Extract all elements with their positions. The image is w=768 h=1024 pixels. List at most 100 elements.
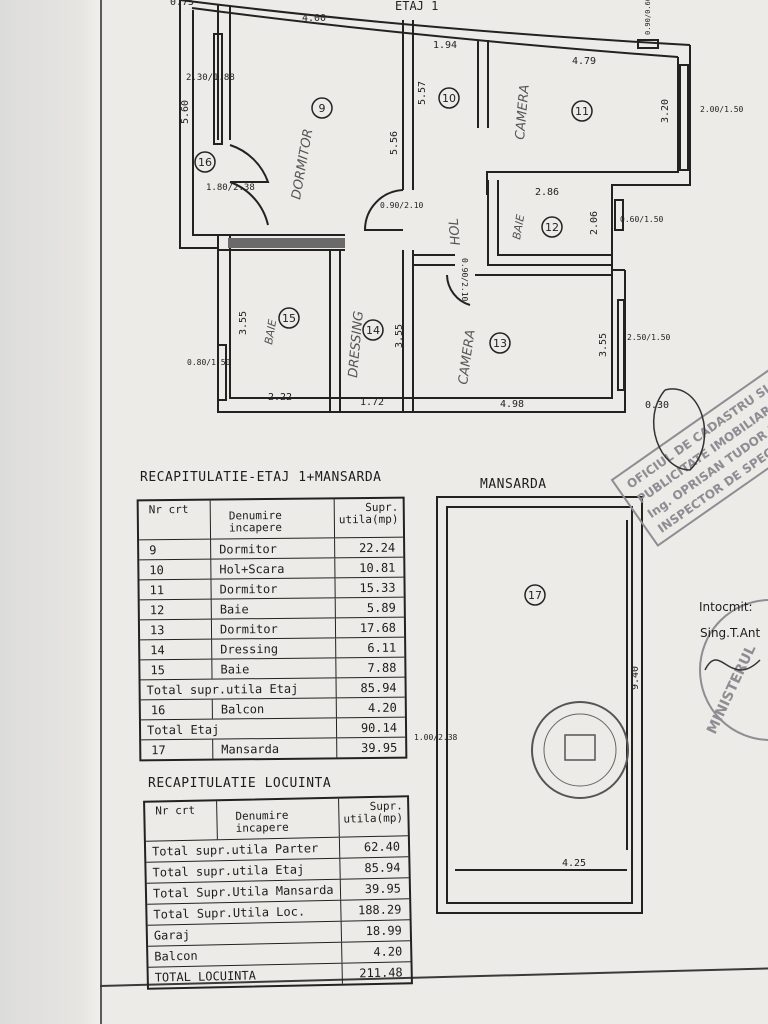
room-number: 13 — [493, 337, 507, 350]
cell-area: 22.24 — [358, 540, 396, 555]
table1-title: RECAPITULATIE-ETAJ 1+MANSARDA — [140, 470, 382, 485]
cell-area: 15.33 — [359, 580, 396, 595]
dim: 2.50/1.50 — [627, 333, 671, 342]
page-binding — [0, 0, 100, 1024]
cell-name: Total Supr.Utila Mansarda — [146, 879, 342, 904]
dim: 4.79 — [572, 56, 596, 67]
cell-name: Total supr.utila Etaj — [140, 678, 337, 700]
room-label: BAIE — [510, 213, 527, 240]
svg-text:MINISTERUL: MINISTERUL — [704, 643, 759, 737]
cell-name: Total supr.utila Parter — [145, 837, 341, 862]
dim: 2.22 — [268, 392, 292, 403]
mansarda-window-dim: 1.00/2.38 — [414, 733, 458, 742]
cell-area: 39.95 — [361, 740, 398, 755]
cell-name: Garaj — [147, 921, 343, 946]
cell-name: Balcon — [148, 942, 343, 967]
cell-nr: 15 — [140, 659, 213, 680]
dim: 0.80/1.50 — [187, 358, 231, 367]
dim: 3.55 — [394, 324, 405, 348]
table-locuinta: Nr crt Denumire incapere Supr. utila(mp)… — [143, 795, 413, 990]
wall-top-outer — [179, 0, 691, 46]
header-area: Supr. utila(mp) — [338, 500, 399, 527]
cell-name: Dressing — [212, 638, 337, 659]
cell-area: 6.11 — [367, 640, 397, 655]
dim: 4.00 — [302, 13, 326, 24]
dim: 2.00/1.50 — [700, 105, 744, 114]
cell-nr: 12 — [139, 599, 212, 620]
cell-area: 10.81 — [359, 560, 396, 575]
cell-nr: 14 — [140, 639, 213, 660]
cell-area: 17.68 — [359, 620, 397, 635]
table-etaj-mansarda: Nr crt Denumire incapere Supr. utila(mp)… — [136, 496, 408, 762]
dim: 4.98 — [500, 399, 524, 410]
table-header: Nr crt Denumire incapere Supr. utila(mp) — [138, 499, 403, 540]
table2-title: RECAPITULATIE LOCUINTA — [148, 776, 332, 791]
cell-name: Dormitor — [211, 538, 336, 559]
cell-area: 85.94 — [360, 680, 397, 695]
cell-area: 211.48 — [359, 965, 403, 981]
cell-name: Dormitor — [211, 578, 336, 599]
dim: 2.06 — [589, 211, 600, 235]
round-stamp-cadastru — [531, 701, 629, 799]
cell-name: Baie — [211, 598, 336, 619]
cell-name: Total supr.utila Etaj — [146, 858, 341, 883]
cell-area: 7.88 — [367, 660, 397, 675]
dim: 5.56 — [389, 131, 400, 155]
dim: 3.20 — [660, 99, 671, 123]
cell-area: 85.94 — [364, 860, 401, 876]
dim: 3.55 — [598, 333, 609, 357]
dim: 1.72 — [360, 397, 384, 408]
cell-name: Dormitor — [211, 618, 337, 639]
header-nr: Nr crt — [145, 801, 218, 841]
author-label: Intocmit: — [699, 600, 753, 614]
cell-name: Baie — [212, 658, 337, 679]
table-header: Nr crt Denumire incapere Supr. utila(mp) — [145, 797, 408, 841]
room-number: 17 — [528, 589, 542, 602]
cell-area: 39.95 — [364, 881, 402, 897]
ocpi-stamp: OFICIUL DE CADASTRU SI PUBLICITATE IMOBI… — [610, 358, 768, 547]
mansarda-title: MANSARDA — [480, 477, 547, 492]
cell-nr: 10 — [139, 559, 212, 580]
page-edge — [100, 0, 102, 1024]
dim: 0.75 — [170, 0, 194, 8]
dim: 5.57 — [417, 81, 428, 105]
dim: 0.90/2.10 — [460, 258, 469, 302]
author-signature — [704, 659, 761, 671]
plan-title: ETAJ 1 — [395, 0, 438, 13]
room-label: DRESSING — [346, 310, 367, 378]
room-label: BAIE — [262, 318, 279, 345]
header-nr: Nr crt — [138, 500, 212, 540]
header-area: Supr. utila(mp) — [343, 799, 404, 826]
header-name: Denumire incapere — [210, 499, 336, 539]
author-name: Sing.T.Ant — [700, 626, 761, 640]
header-name: Denumire incapere — [217, 798, 340, 840]
signature — [652, 388, 706, 471]
room-label: HOL — [447, 217, 464, 245]
dim: 2.30/1.88 — [186, 73, 235, 83]
dim: 0.60/1.50 — [620, 215, 664, 224]
dim: 1.80/2.38 — [206, 183, 255, 193]
cell-area: 5.89 — [366, 600, 396, 615]
dim: 3.55 — [238, 311, 249, 335]
cell-nr: 9 — [139, 539, 212, 560]
cell-nr: 13 — [139, 619, 213, 640]
dressing-wall-hatch — [228, 238, 345, 248]
dim: 0.90/0.60 — [644, 0, 652, 35]
cell-name: Total Supr.Utila Loc. — [147, 900, 342, 925]
mansarda-width-dim: 4.25 — [562, 858, 586, 869]
cell-area: 4.20 — [367, 700, 397, 715]
room-number: 10 — [442, 92, 456, 105]
room-number: 14 — [366, 324, 380, 337]
room-number: 16 — [198, 156, 212, 169]
room-number: 12 — [545, 221, 559, 234]
wall-top-inner — [191, 7, 679, 58]
